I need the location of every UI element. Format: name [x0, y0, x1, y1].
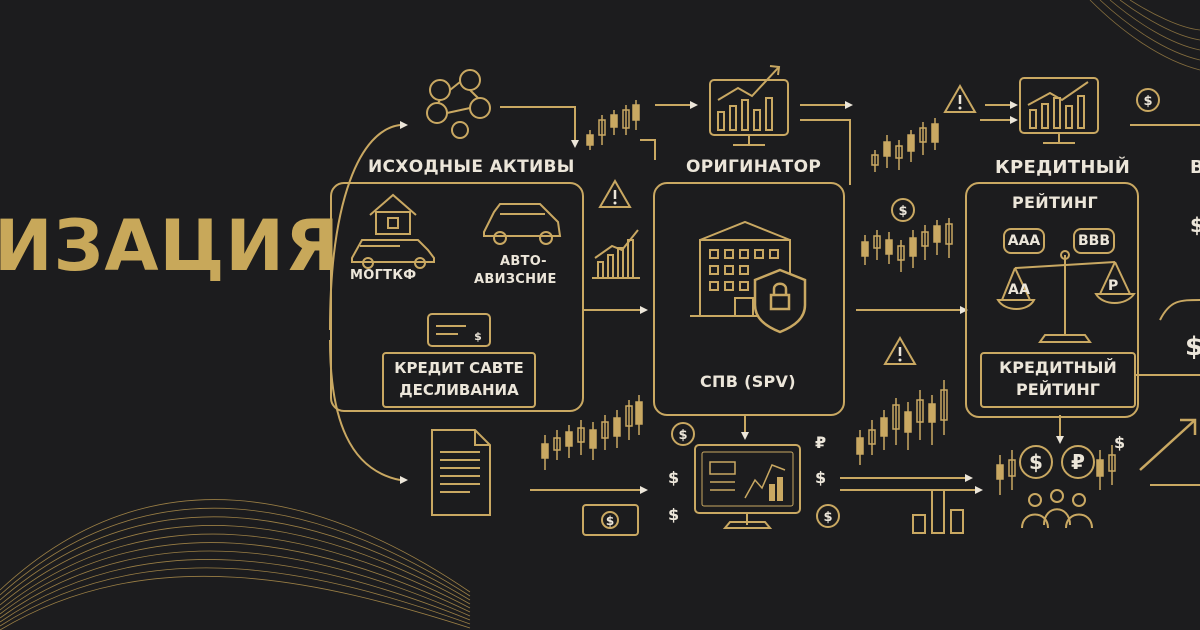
trading-monitor-icon [694, 444, 801, 529]
svg-text:$: $ [1190, 213, 1200, 237]
svg-text:$: $ [474, 330, 482, 343]
mortgage-house-icon [351, 193, 435, 269]
trend-monitor-icon [709, 65, 789, 146]
credit-card-icon: $ [427, 313, 491, 347]
banknote-icon: $ [582, 504, 639, 536]
rating-badge-aaa: AAA [1003, 228, 1045, 254]
credit-label-line2: ДЕСЛИВАНИА [399, 381, 519, 399]
cut-heading-label: В [1190, 157, 1200, 178]
rating-footer-line1: КРЕДИТНЫЙ [999, 358, 1117, 377]
growth-chart-icon [592, 229, 640, 279]
originator-heading: ОРИГИНАТОР [686, 157, 822, 177]
rating-footer-line2: РЕЙТИНГ [1016, 380, 1100, 399]
people-network-icon [426, 69, 491, 139]
document-icon [431, 429, 491, 516]
svg-text:$: $ [668, 505, 679, 524]
up-arrow-icon [1139, 418, 1197, 471]
rating-heading-line2: РЕЙТИНГ [1012, 193, 1099, 212]
svg-text:$: $ [668, 468, 679, 487]
originator-box [653, 182, 845, 416]
assets-heading: ИСХОДНЫЕ АКТИВЫ [368, 157, 575, 177]
flow-arrows [329, 104, 1200, 491]
credit-label-line1: КРЕДИТ САВТЕ [394, 359, 524, 377]
spv-label: СПВ (SPV) [700, 372, 796, 391]
mortgage-label: МОГТКФ [350, 268, 417, 283]
svg-text:$: $ [606, 514, 614, 528]
currency-symbols-icon: $ $ $ ₽ $ $ $ [668, 213, 1200, 524]
scales-icon [996, 250, 1136, 343]
page-title: ИЗАЦИЯ [0, 205, 340, 287]
source-assets-box [330, 182, 584, 412]
rating-footer-box: КРЕДИТНЫЙ РЕЙТИНГ [980, 352, 1136, 408]
credit-label-box: КРЕДИТ САВТЕ ДЕСЛИВАНИА [382, 352, 536, 408]
svg-text:₽: ₽ [1071, 450, 1085, 474]
scale-pan-right-label: Р [1108, 278, 1119, 294]
auto-label-line2: АВИЗСНИЕ [474, 272, 557, 287]
auto-label-line1: АВТО- [500, 254, 547, 269]
svg-text:₽: ₽ [815, 433, 826, 452]
bar-chart-icon [912, 489, 964, 534]
svg-text:$: $ [1114, 433, 1125, 452]
rating-monitor-icon [1019, 77, 1099, 144]
candlestick-chart-icon [541, 100, 1116, 495]
car-icon [483, 203, 562, 245]
scale-pan-left-label: AA [1008, 282, 1031, 298]
rating-badge-bbb: BBB [1073, 228, 1115, 254]
svg-text:$: $ [1029, 450, 1043, 474]
lock-shield-icon [753, 268, 807, 334]
svg-text:$: $ [815, 468, 826, 487]
wave-decoration [0, 499, 471, 630]
svg-text:$: $ [1185, 332, 1200, 362]
rating-box [965, 182, 1139, 418]
wave-decoration-top [1089, 0, 1200, 71]
investors-icon: $ ₽ [1019, 445, 1095, 529]
rating-heading-line1: КРЕДИТНЫЙ [995, 157, 1131, 178]
